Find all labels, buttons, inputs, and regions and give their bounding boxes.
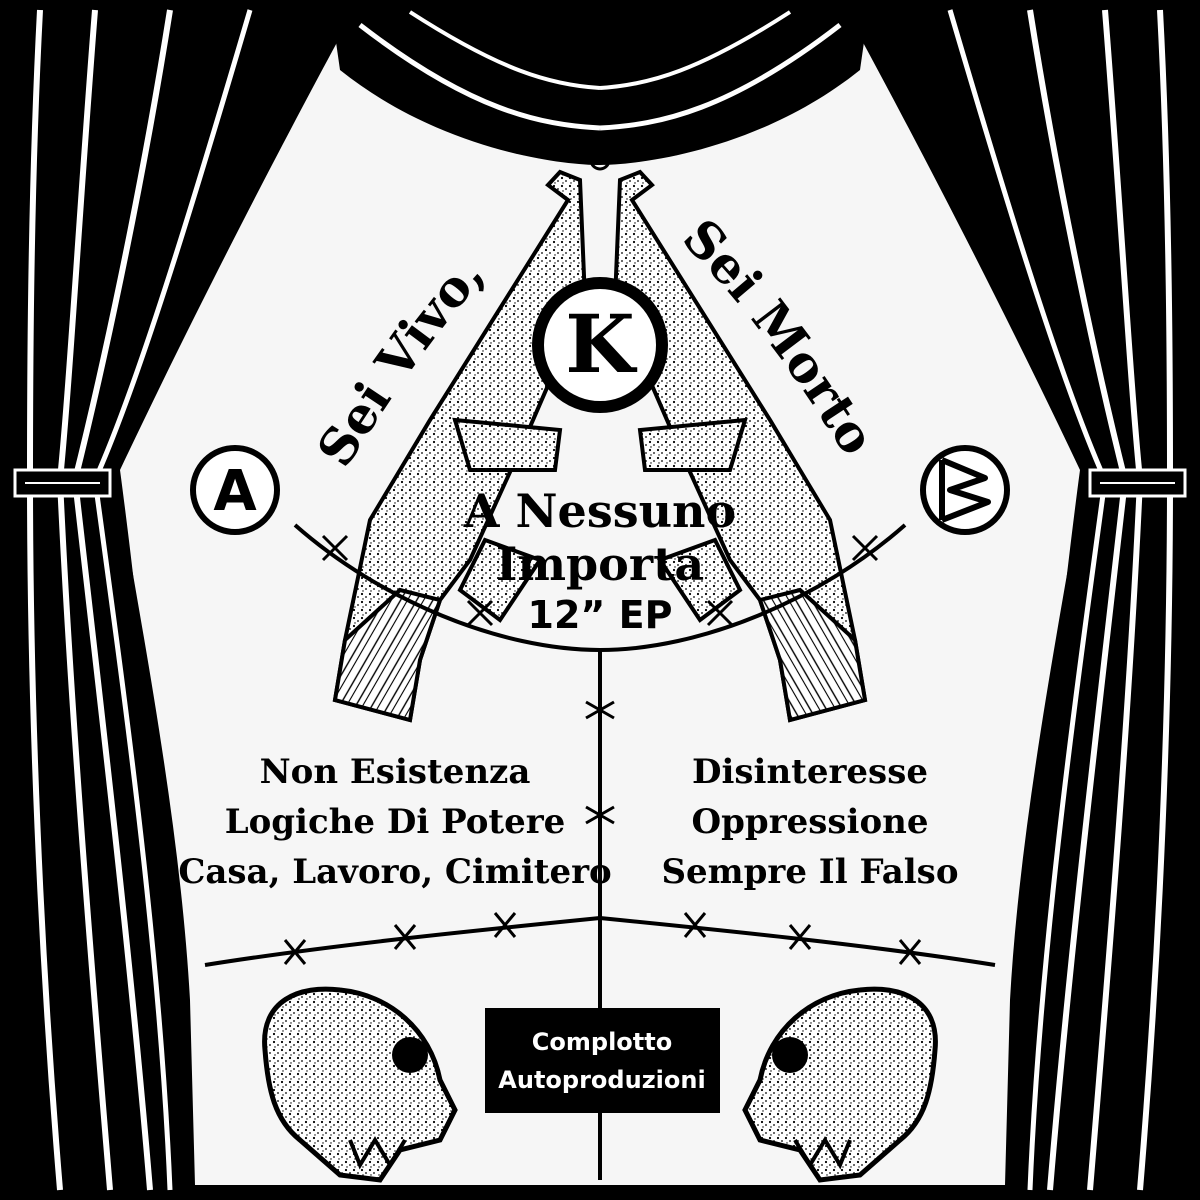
curtain-left — [0, 0, 360, 1200]
ring-icon — [589, 149, 611, 171]
svg-text:K: K — [565, 297, 637, 391]
track-item: Oppressione — [692, 802, 929, 842]
skull-left-icon — [262, 986, 458, 1183]
track-item: Casa, Lavoro, Cimitero — [178, 852, 611, 892]
svg-text:A: A — [213, 459, 257, 524]
tracklist-right: Disinteresse Oppressione Sempre Il Falso — [661, 752, 958, 892]
curtain-right — [840, 0, 1200, 1200]
format-label: 12” EP — [528, 593, 673, 637]
label-line-2: Autoproduzioni — [498, 1066, 705, 1094]
title-line-2: Importa — [496, 537, 704, 591]
anarchy-symbol-icon: A — [190, 445, 280, 535]
label-badge: Complotto Autoproduzioni — [485, 1008, 720, 1113]
track-item: Sempre Il Falso — [661, 852, 958, 892]
kalashnikov-left-icon — [332, 169, 588, 723]
skull-right-icon — [742, 986, 938, 1183]
track-item: Disinteresse — [692, 752, 928, 792]
track-item: Non Esistenza — [260, 752, 531, 792]
track-item: Logiche Di Potere — [225, 802, 566, 842]
curtain-top — [330, 0, 870, 165]
title-line-1: A Nessuno — [463, 484, 736, 538]
kalashnikov-right-icon — [612, 169, 868, 723]
tracklist-left: Non Esistenza Logiche Di Potere Casa, La… — [178, 752, 611, 892]
b-circle-symbol-icon — [920, 445, 1010, 535]
stage-opening — [115, 40, 1085, 1185]
label-line-1: Complotto — [532, 1028, 672, 1056]
k-circle-emblem: K — [532, 277, 668, 413]
